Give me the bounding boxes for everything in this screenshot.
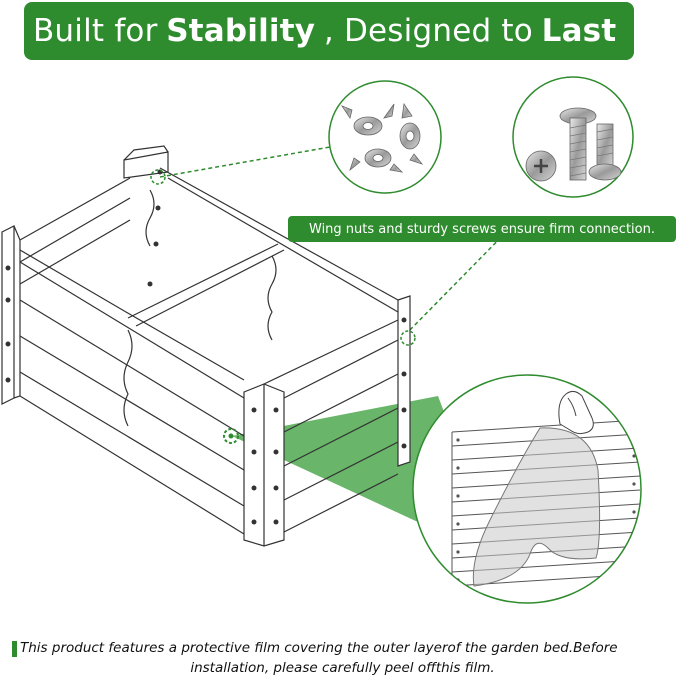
film-notice-line-1: This product features a protective film … [20, 640, 618, 656]
connector-line-nut [159, 146, 331, 178]
garden-bed-drawing [1, 145, 411, 547]
title-banner: Built for Stability , Designed to Last [24, 2, 634, 60]
screw-detail [512, 76, 634, 198]
connection-caption: Wing nuts and sturdy screws ensure firm … [288, 216, 676, 242]
film-notice-line-2: installation, please carefully peel offt… [190, 660, 495, 676]
banner-bold-2: Last [541, 13, 617, 49]
peeling-film [472, 427, 601, 587]
marker-film [223, 428, 239, 444]
wing-nut-icon [340, 102, 424, 173]
screw-icon [525, 107, 622, 182]
marker-screw [400, 330, 416, 346]
marker-nut [150, 169, 166, 185]
hand-icon [558, 390, 594, 435]
wing-nut-detail [328, 80, 442, 194]
banner-bold-1: Stability [166, 13, 316, 49]
banner-text-2: , Designed to [323, 13, 533, 49]
post-bolts [5, 169, 407, 525]
footer-accent-bar [12, 641, 17, 657]
film-detail [412, 374, 642, 604]
film-notice: This product features a protective film … [10, 638, 675, 678]
banner-text-1: Built for [32, 13, 158, 49]
